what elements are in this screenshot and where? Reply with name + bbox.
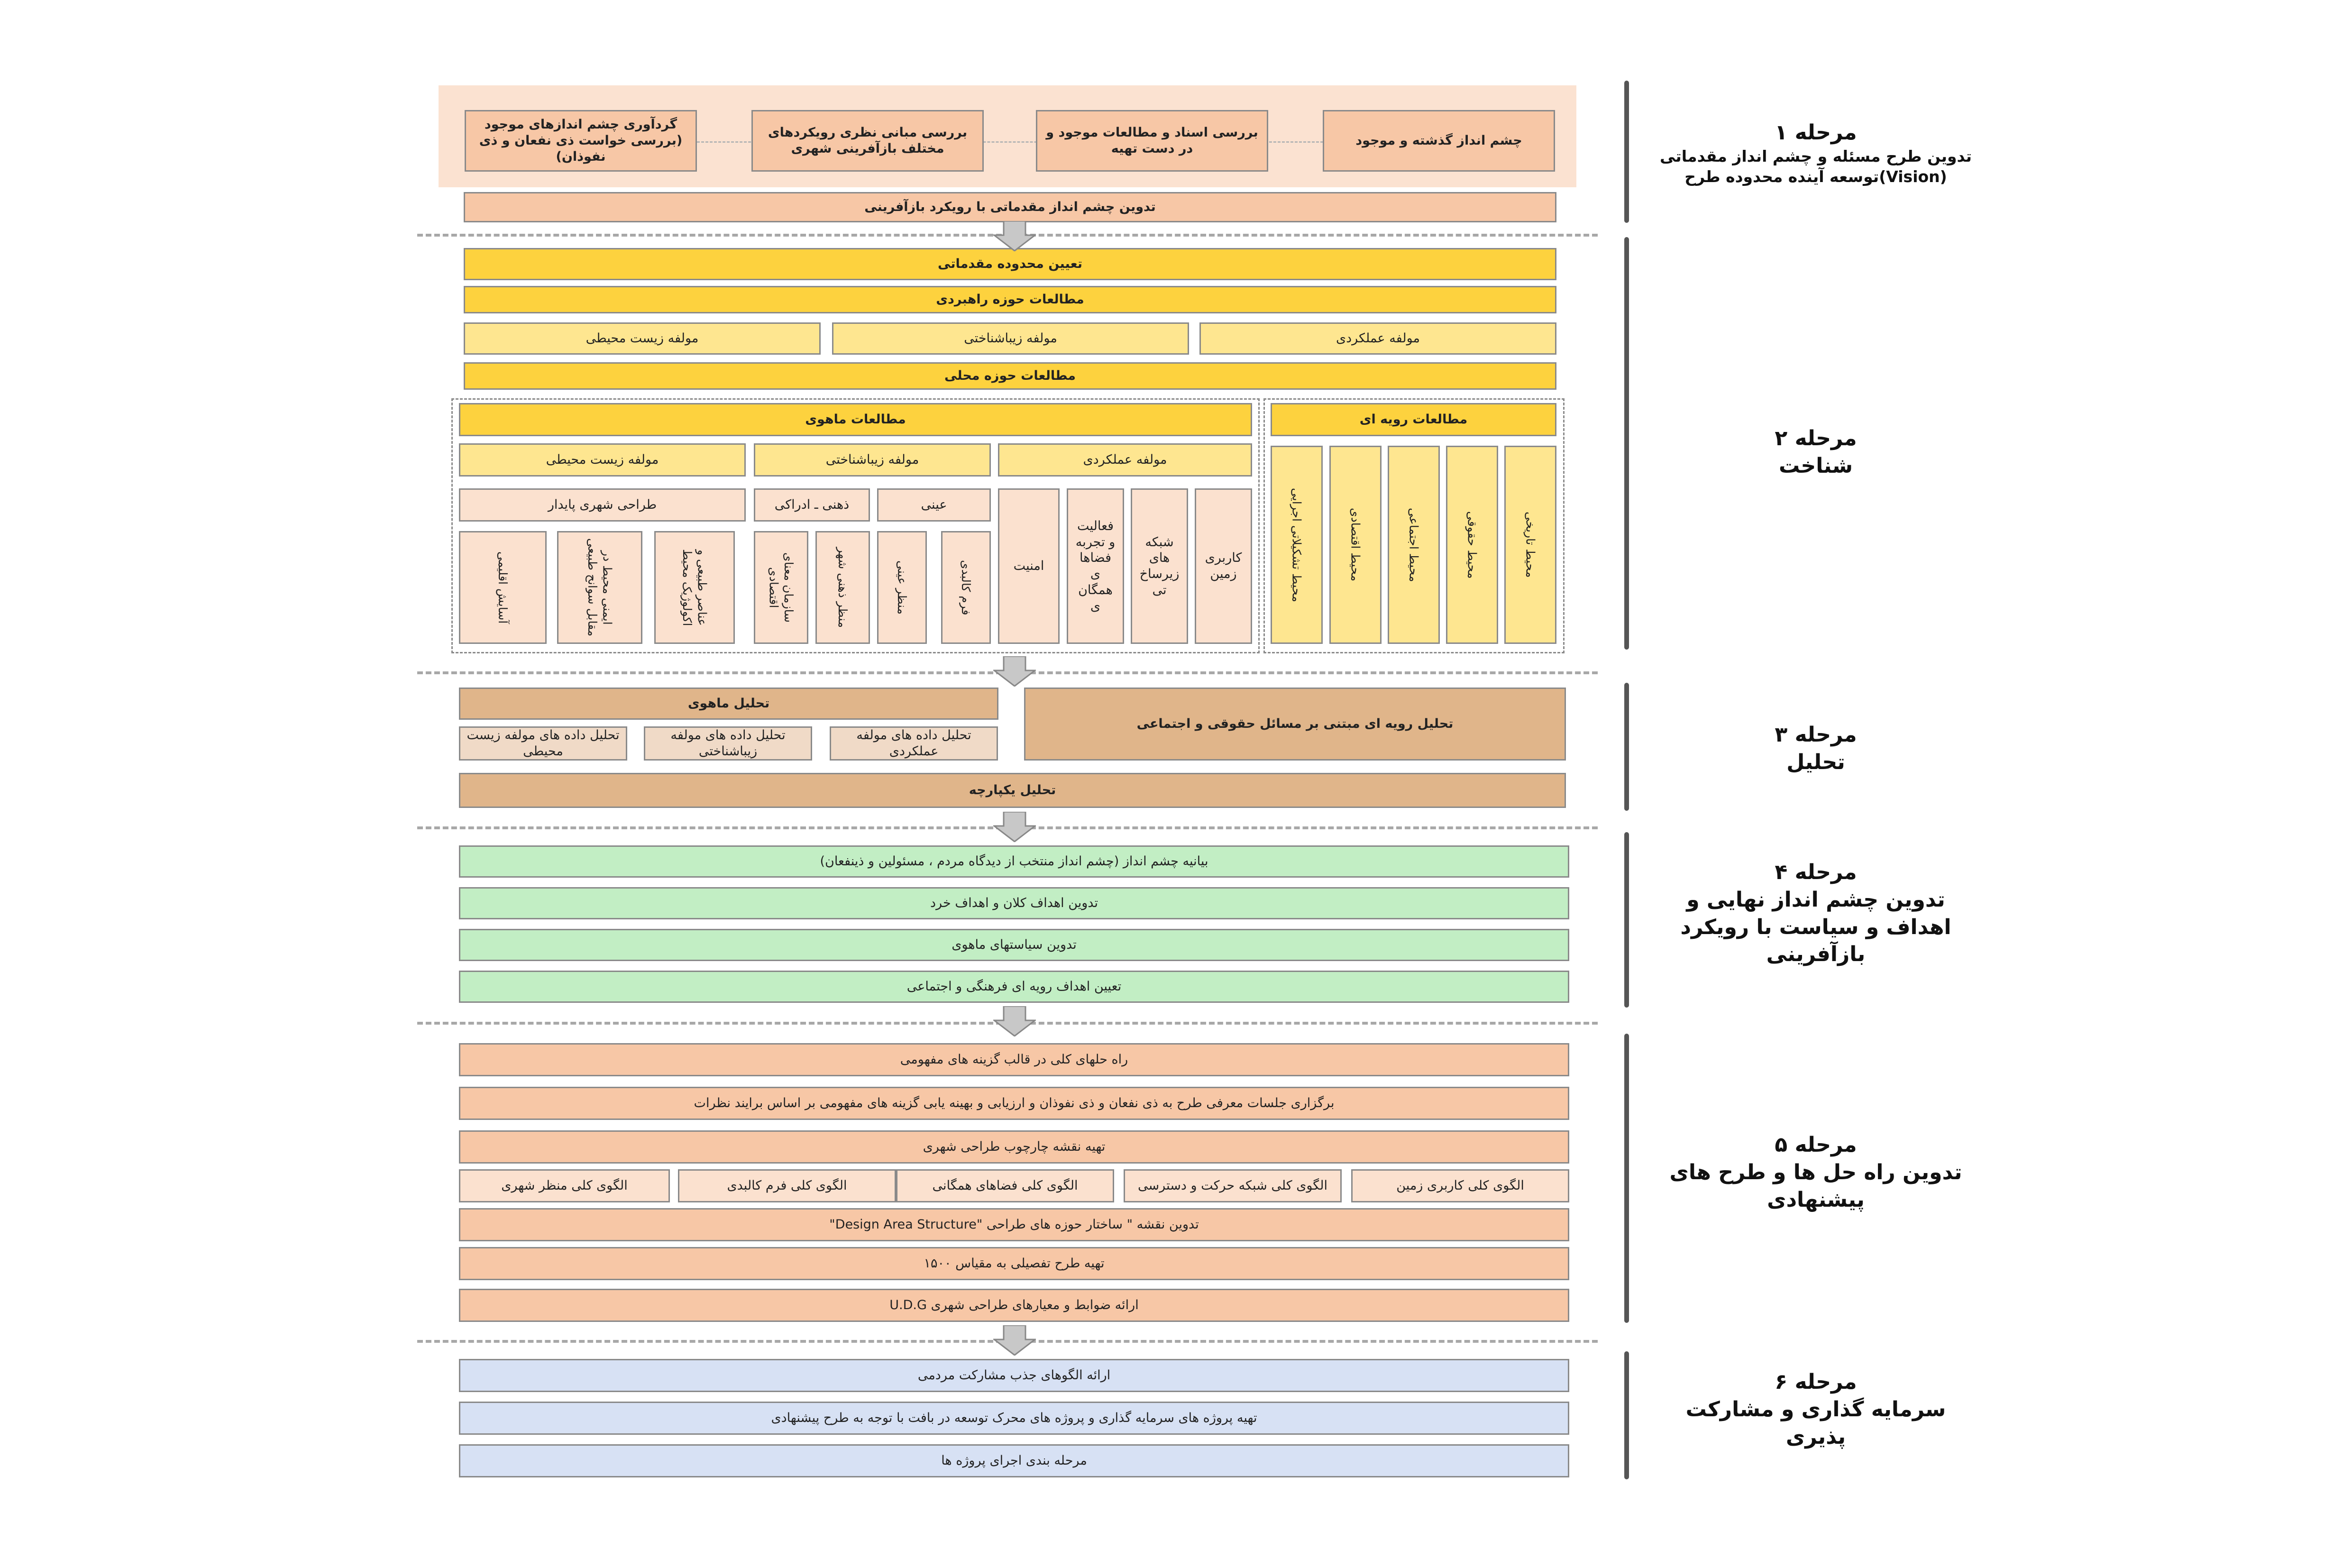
stage-title: مرحله ۳ [1775,723,1857,747]
stage3-functional-analysis: تحلیل داده های مولفه عملکردی [830,726,998,761]
stage-subtitle: تحلیل [1786,750,1845,775]
procedural-social: محیط اجتماعی [1388,446,1440,644]
objective-item-physical-form: فرم کالبدی [941,531,991,644]
timeline-segment-2 [1624,237,1629,650]
substantive-studies-container [451,398,1260,653]
procedural-legal: محیط حقوقی [1446,446,1498,644]
stage-subtitle: تدوین طرح مسئله و چشم انداز مقدماتی (Vis… [1659,147,1972,186]
func-item-landuse: کاربری زمین [1195,488,1252,644]
down-arrow-icon [993,1006,1036,1036]
substantive-functional: مولفه عملکردی [998,443,1252,477]
stage-title: مرحله ۶ [1775,1370,1857,1394]
stage2-strategic: مطالعات حوزه راهبردی [464,286,1556,313]
env-item-natural-elements: عناصر طبیعی و اکولوژیک محیط [654,531,735,644]
func-item-security: امنیت [998,488,1060,644]
stage-subtitle: تدوین چشم انداز نهایی و اهداف و سیاست با… [1680,888,1951,966]
stage-title: مرحله ۴ [1775,860,1857,884]
down-arrow-icon [993,812,1036,842]
pattern-landuse: الگوی کلی کاربری زمین [1351,1169,1569,1202]
procedural-institutional: محیط تشکیلاتی اجرایی [1271,446,1323,644]
stage-label-3: مرحله ۳ تحلیل [1650,721,1982,776]
pattern-physical-form: الگوی کلی فرم کالبدی [678,1169,896,1202]
stage4-vision-statement: بیانیه چشم انداز (چشم انداز منتخب از دید… [459,845,1569,878]
stage1-box-stakeholders: گردآوری چشم اندازهای موجود (بررسی خواست … [465,110,697,172]
stage4-goals: تدوین اهداف کلان و اهداف خرد [459,887,1569,919]
stage6-phasing: مرحله بندی اجرای پروژه ها [459,1444,1569,1477]
stage5-detailed-plan: تهیه طرح تفصیلی به مقیاس ۱۵۰۰ [459,1247,1569,1280]
stage3-environmental-analysis: تحلیل داده های مولفه زیست محیطی [459,726,627,761]
environmental-sustainable: طراحی شهری پایدار [459,488,746,522]
stage2-boundary: تعیین محدوده مقدماتی [464,248,1556,280]
stage-title: مرحله ۲ [1775,426,1857,450]
aesthetic-objective: عینی [877,488,991,522]
stage6-participation: ارائه الگوهای جذب مشارکت مردمی [459,1359,1569,1392]
stage-subtitle: سرمایه گذاری و مشارکت پذیری [1685,1397,1946,1449]
stage1-box-past-vision: چشم انداز گذشته و موجود [1323,110,1555,172]
perceptual-item-meaning: سازمان معنای اقتصادی [754,531,808,644]
stage-title: مرحله ۵ [1775,1133,1857,1157]
substantive-studies-title: مطالعات ماهوی [459,403,1252,436]
down-arrow-icon [993,1325,1036,1356]
stage2-local: مطالعات حوزه محلی [464,362,1556,390]
stage-title: مرحله ۱ [1775,120,1857,145]
pattern-public-spaces: الگوی کلی فضاهای همگانی [896,1169,1114,1202]
stage-subtitle: تدوین راه حل ها و طرح های پیشنهادی [1669,1160,1962,1212]
stage5-stakeholder-sessions: برگزاری جلسات معرفی طرح به ذی نفعان و ذی… [459,1087,1569,1120]
stage2-component-aesthetic: مولفه زیباشناختی [832,322,1189,355]
substantive-environmental: مولفه زیست محیطی [459,443,746,477]
timeline-segment-4 [1624,832,1629,1008]
stage4-policies: تدوین سیاستهای ماهوی [459,929,1569,961]
func-item-infrastructure: شبکه های زیرساخ تی [1131,488,1188,644]
stage1-box-theory: بررسی مبانی نظری رویکردهای مختلف بازآفری… [751,110,984,172]
stage-label-4: مرحله ۴ تدوین چشم انداز نهایی و اهداف و … [1669,858,1963,968]
timeline-segment-5 [1624,1034,1629,1323]
stage-subtitle: شناخت [1778,454,1853,478]
pattern-landscape: الگوی کلی منظر شهری [459,1169,670,1202]
timeline-segment-3 [1624,683,1629,811]
func-item-public-spaces: فعالیت و تجربه فضاها ی همگان ی [1067,488,1124,644]
objective-item-landscape: منظر عینی [877,531,927,644]
stage1-connector [697,141,1327,143]
down-arrow-icon [993,656,1036,687]
env-item-climate: آسایش اقلیمی [459,531,547,644]
substantive-aesthetic: مولفه زیباشناختی [754,443,991,477]
stage-label-6: مرحله ۶ سرمایه گذاری و مشارکت پذیری [1669,1368,1963,1450]
stage2-component-functional: مولفه عملکردی [1199,322,1556,355]
aesthetic-perceptual: ذهنی ـ ادراکی [754,488,870,522]
procedural-economic: محیط اقتصادی [1329,446,1382,644]
stage3-aesthetic-analysis: تحلیل داده های مولفه زیباشناختی [644,726,812,761]
procedural-historic: محیط تاریخی [1504,446,1556,644]
stage-label-5: مرحله ۵ تدوین راه حل ها و طرح های پیشنها… [1669,1131,1963,1213]
stage5-udg: ارائه ضوابط و معیارهای طراحی شهری U.D.G [459,1289,1569,1322]
timeline-segment-6 [1624,1351,1629,1479]
stage5-design-area-structure: تدوین نقشه " ساختار حوزه های طراحی "Desi… [459,1208,1569,1241]
stage1-box-documents: بررسی اسناد و مطالعات موجود و در دست تهی… [1036,110,1268,172]
down-arrow-icon [993,221,1036,251]
stage1-preliminary-vision: تدوین چشم انداز مقدماتی با رویکرد بازآفر… [464,192,1556,222]
stage-label-2: مرحله ۲ شناخت [1650,424,1982,480]
stage4-procedural-goals: تعیین اهداف رویه ای فرهنگی و اجتماعی [459,971,1569,1003]
perceptual-item-mental-image: منظر ذهنی شهر [815,531,870,644]
procedural-studies-title: مطالعات رویه ای [1271,403,1556,436]
procedural-studies-container [1263,398,1565,653]
stage-label-1: مرحله ۱ تدوین طرح مسئله و چشم انداز مقدم… [1650,119,1982,187]
stage3-substantive-analysis: تحلیل ماهوی [459,688,998,720]
stage5-conceptual-options: راه حلهای کلی در قالب گزینه های مفهومی [459,1043,1569,1076]
stage6-investment-projects: تهیه پروژه های سرمایه گذاری و پروژه های … [459,1402,1569,1435]
stage2-component-environmental: مولفه زیست محیطی [464,322,821,355]
env-item-safety: ایمنی محیط در مقابل سوانح طبیعی [557,531,642,644]
stage3-procedural-analysis: تحلیل رویه ای مبتنی بر مسائل حقوقی و اجت… [1024,688,1566,761]
pattern-movement: الگوی کلی شبکه حرکت و دسترسی [1124,1169,1342,1202]
timeline-segment-1 [1624,81,1629,223]
stage3-integrated-analysis: تحلیل یکپارچه [459,773,1566,808]
stage5-framework-map: تهیه نقشه چارچوب طراحی شهری [459,1130,1569,1164]
